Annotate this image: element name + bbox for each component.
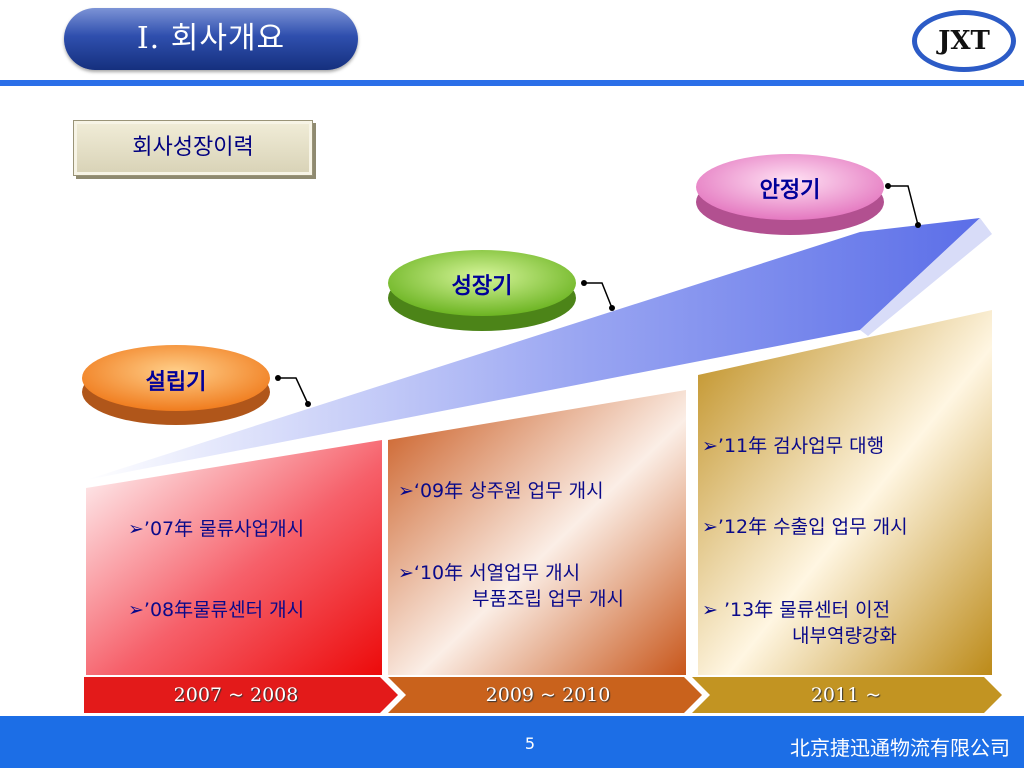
connector-dot xyxy=(581,280,587,286)
connector-dot xyxy=(915,222,921,228)
timeline-segment-1 xyxy=(84,677,398,713)
header-divider xyxy=(0,80,1024,86)
stage-label-stable: 안정기 xyxy=(759,178,821,203)
connector-dot xyxy=(305,401,311,407)
list-item: ➢‘10年 서열업무 개시 xyxy=(398,562,581,584)
list-item-continuation: 내부역량강화 xyxy=(792,625,897,647)
company-name: 北京捷迅通物流有限公司 xyxy=(790,736,1010,760)
stage-label-founding: 설립기 xyxy=(145,370,207,395)
bullet-arrow-icon: ➢ xyxy=(398,480,414,502)
list-item-continuation: 부품조립 업무 개시 xyxy=(472,588,624,610)
bullet-arrow-icon: ➢ xyxy=(398,562,414,584)
footer-band xyxy=(0,716,1024,768)
section-title: 회사성장이력 xyxy=(73,120,313,176)
company-logo: JXT xyxy=(912,10,1016,72)
list-item: ➢’12年 수출입 업무 개시 xyxy=(702,516,908,538)
list-item: ➢’07年 물류사업개시 xyxy=(128,518,305,540)
growth-arrow-side xyxy=(860,218,992,336)
connector-dot xyxy=(609,305,615,311)
column-2011-background xyxy=(698,310,992,675)
timeline-segment-3 xyxy=(692,677,1002,713)
stage-label-growth: 성장기 xyxy=(451,274,513,299)
timeline-label-2: 2009 ~ 2010 xyxy=(485,684,611,706)
list-item: ➢’11年 검사업무 대행 xyxy=(702,435,885,457)
bullet-arrow-icon: ➢ xyxy=(128,518,144,540)
page-title: Ⅰ. 회사개요 xyxy=(64,8,358,70)
stage-oval-stable xyxy=(696,154,884,235)
timeline-label-3: 2011 ~ xyxy=(810,684,882,706)
bullet-arrow-icon: ➢ xyxy=(702,435,718,457)
page-number: 5 xyxy=(524,734,536,753)
stage-oval-growth xyxy=(388,250,576,331)
list-item: ➢’08年물류센터 개시 xyxy=(128,599,305,621)
growth-arrow xyxy=(86,218,980,480)
column-2009-background xyxy=(388,390,686,675)
bullet-arrow-icon: ➢ xyxy=(702,516,718,538)
column-2007-background xyxy=(86,440,382,675)
bullet-arrow-icon: ➢ xyxy=(128,599,144,621)
connector-dot xyxy=(885,183,891,189)
list-item: ➢‘09年 상주원 업무 개시 xyxy=(398,480,604,502)
connector-dot xyxy=(275,375,281,381)
stage-connectors xyxy=(278,185,919,405)
timeline-segment-2 xyxy=(388,677,702,713)
bullet-arrow-icon: ➢ xyxy=(702,599,718,621)
stage-oval-founding xyxy=(82,345,270,425)
timeline-label-1: 2007 ~ 2008 xyxy=(173,684,299,706)
list-item: ➢ ’13年 물류센터 이전 xyxy=(702,599,891,621)
